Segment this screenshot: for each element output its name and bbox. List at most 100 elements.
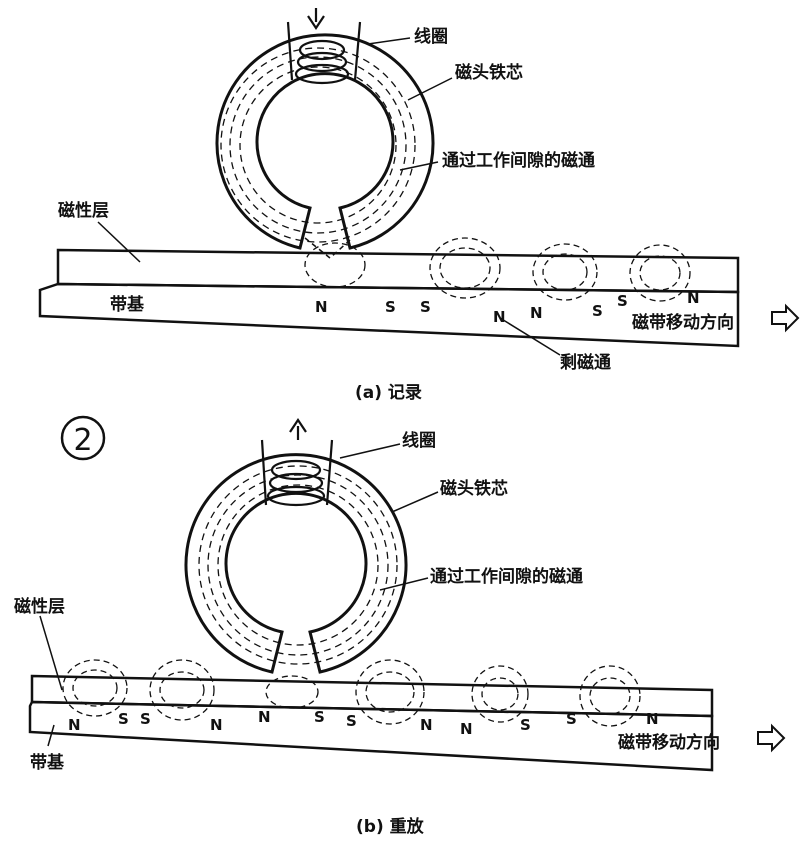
pole-label-n: N — [68, 716, 81, 734]
core-flux-line — [220, 47, 416, 243]
leaders-b — [39, 443, 439, 747]
gap-flux-label: 通过工作间隙的磁通 — [442, 150, 595, 171]
pole-label-n: N — [646, 710, 659, 728]
flux-loop — [579, 665, 641, 727]
flux-loop — [471, 665, 529, 723]
tape-base-strip — [28, 700, 714, 772]
pole-label-n: N — [315, 298, 328, 316]
tape-b — [28, 674, 714, 772]
coil-lead — [260, 439, 334, 506]
pole-label-n: N — [530, 304, 543, 322]
coil-turn — [296, 51, 348, 73]
leader-gap-flux — [379, 577, 429, 591]
direction-arrow-icon — [757, 723, 786, 753]
pole-label-s: S — [314, 708, 325, 726]
pole-label-s: S — [520, 716, 531, 734]
flux-loop — [62, 659, 128, 717]
figure-number: 2 — [73, 423, 92, 458]
pole-label-s: S — [592, 302, 603, 320]
coil-turn — [266, 485, 326, 507]
pole-label-s: S — [617, 292, 628, 310]
coil-label: 线圈 — [414, 26, 448, 47]
flux-loop — [72, 669, 118, 707]
gap-flux-lines — [304, 237, 351, 259]
pole-label-s: S — [385, 298, 396, 316]
coil-turn — [294, 63, 350, 85]
magnetic-layer-label: 磁性层 — [14, 596, 65, 617]
flux-loop — [542, 253, 588, 291]
gap-flux-label: 通过工作间隙的磁通 — [430, 566, 583, 587]
leader-core — [407, 77, 453, 101]
pole-label-s: S — [566, 710, 577, 728]
leader-coil — [339, 443, 401, 459]
leader-core — [391, 491, 439, 513]
current-out-arrow-icon — [289, 418, 307, 440]
coil-label: 线圈 — [402, 430, 436, 451]
direction-arrow-icon — [771, 303, 800, 333]
caption-a: (a) 记录 — [355, 383, 422, 403]
pole-label-s: S — [420, 298, 431, 316]
remanent-flux-loops-b — [62, 659, 641, 727]
pole-label-n: N — [420, 716, 433, 734]
flux-loop — [639, 255, 681, 291]
core-flux-line — [217, 484, 379, 646]
flux-loop — [355, 659, 425, 725]
tape-base-label: 带基 — [30, 752, 65, 773]
remanent-flux-label: 剩磁通 — [560, 352, 611, 373]
flux-loop — [265, 675, 319, 709]
flux-loop — [304, 242, 366, 288]
direction-label: 磁带移动方向 — [618, 732, 720, 753]
leader-layer — [97, 221, 141, 263]
coil-turn — [270, 459, 322, 481]
flux-loop — [149, 659, 215, 721]
core-flux-line — [198, 465, 398, 665]
current-in-arrow-icon — [307, 8, 325, 30]
coil-turn — [298, 39, 346, 61]
pole-label-s: S — [118, 710, 129, 728]
pole-label-n: N — [493, 308, 506, 326]
pole-label-n: N — [210, 716, 223, 734]
pole-label-n: N — [687, 289, 700, 307]
pole-label-s: S — [346, 712, 357, 730]
head-core-label: 磁头铁芯 — [455, 62, 523, 83]
head-core-label: 磁头铁芯 — [440, 478, 508, 499]
head-core-a — [215, 33, 435, 259]
tape-base-strip — [38, 282, 740, 348]
leader-layer — [39, 615, 63, 691]
flux-loop — [159, 671, 205, 709]
leaders-a — [97, 37, 561, 356]
flux-loop — [365, 671, 415, 713]
flux-loop — [532, 243, 598, 301]
tape-base-label: 带基 — [110, 294, 145, 315]
leader-base — [47, 724, 55, 747]
figure-number-circle — [60, 415, 106, 461]
flux-loop — [629, 244, 691, 302]
coil-turn — [268, 472, 324, 494]
coil-b — [260, 418, 334, 507]
head-core-b — [184, 453, 408, 674]
core-flux-line — [229, 56, 407, 234]
flux-loop — [481, 677, 519, 711]
pole-label-n: N — [258, 708, 271, 726]
remanent-flux-loops-a — [304, 237, 691, 302]
pole-label-n: N — [460, 720, 473, 738]
leader-remanent — [499, 317, 561, 356]
pole-label-s: S — [140, 710, 151, 728]
magnetic-layer-label: 磁性层 — [58, 200, 109, 221]
leader-coil — [367, 37, 411, 45]
core-flux-line — [239, 66, 397, 224]
leader-gap-flux — [399, 161, 439, 171]
flux-loop — [429, 237, 501, 299]
flux-loop — [439, 247, 491, 289]
coil-a — [286, 8, 362, 85]
tape-a — [38, 248, 740, 348]
direction-label: 磁带移动方向 — [632, 312, 734, 333]
caption-b: (b) 重放 — [356, 816, 425, 837]
head-core-ring — [215, 33, 435, 250]
